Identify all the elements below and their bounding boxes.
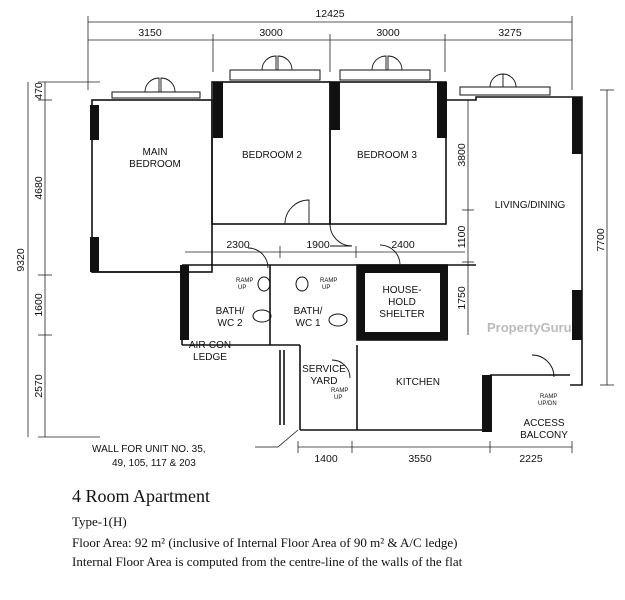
wall-note-line-1: WALL FOR UNIT NO. 35, xyxy=(92,444,206,455)
dim-right-mid-1: 1100 xyxy=(456,226,468,249)
access-balcony-label: ACCESS BALCONY xyxy=(520,418,568,441)
svg-text:BEDROOM: BEDROOM xyxy=(129,159,181,170)
dim-left-4: 2570 xyxy=(33,374,45,398)
main-bedroom-label: MAIN BEDROOM xyxy=(129,147,181,170)
svg-text:SHELTER: SHELTER xyxy=(379,309,424,320)
wall-note-line-2: 49, 105, 117 & 203 xyxy=(112,458,196,469)
ramp-label-bath2-up: UP xyxy=(238,285,246,291)
dim-right-total: 7700 xyxy=(595,228,607,252)
svg-text:BATH/: BATH/ xyxy=(216,306,245,317)
dim-top-3: 3000 xyxy=(376,27,400,39)
dim-top-2: 3000 xyxy=(259,27,283,39)
svg-text:BATH/: BATH/ xyxy=(294,306,323,317)
svg-text:ACCESS: ACCESS xyxy=(523,418,564,429)
household-shelter-label: HOUSE- HOLD SHELTER xyxy=(379,285,424,320)
bath-wc-1-label: BATH/ WC 1 xyxy=(294,306,323,329)
svg-text:HOLD: HOLD xyxy=(388,297,416,308)
ramp-labels: RAMP UP RAMP UP RAMP UP RAMP UP/DN xyxy=(236,278,557,407)
wall-note-leader xyxy=(255,429,299,448)
dim-bottom-2: 3550 xyxy=(408,453,432,465)
living-dining-label: LIVING/DINING xyxy=(495,200,566,211)
heavy-walls xyxy=(90,82,582,432)
floor-area-text: Floor Area: 92 m² (inclusive of Internal… xyxy=(72,535,458,550)
floor-plan-drawing: MAIN BEDROOM BEDROOM 2 BEDROOM 3 LIVING/… xyxy=(15,8,614,469)
svg-text:HOUSE-: HOUSE- xyxy=(383,285,422,296)
door-swings xyxy=(144,55,555,379)
dim-left-3: 1600 xyxy=(33,293,45,317)
svg-text:LEDGE: LEDGE xyxy=(193,352,227,363)
dim-overall: 12425 xyxy=(315,8,344,20)
dim-left-2: 4680 xyxy=(33,176,45,200)
svg-text:SERVICE: SERVICE xyxy=(302,364,346,375)
ramp-label-bath1: RAMP xyxy=(320,278,337,284)
dim-top-4: 3275 xyxy=(498,27,522,39)
dim-mid-2: 1900 xyxy=(306,239,330,251)
bathroom-fixtures xyxy=(252,276,348,327)
ramp-label-bath2: RAMP xyxy=(236,278,253,284)
dimension-lines xyxy=(27,16,614,453)
svg-text:WC 2: WC 2 xyxy=(218,318,243,329)
aircon-ledge-label: AIR-CON LEDGE xyxy=(189,340,231,363)
dim-left-1: 470 xyxy=(33,82,45,100)
ramp-label-balcony: RAMP xyxy=(540,394,557,400)
windows xyxy=(111,69,551,99)
dim-top-1: 3150 xyxy=(138,27,162,39)
bath-wc-2-label: BATH/ WC 2 xyxy=(216,306,245,329)
bedroom-2-label: BEDROOM 2 xyxy=(242,150,302,161)
svg-text:MAIN: MAIN xyxy=(143,147,168,158)
service-yard-label: SERVICE YARD xyxy=(302,364,346,387)
ramp-label-yard-up: UP xyxy=(334,395,342,401)
kitchen-label: KITCHEN xyxy=(396,377,440,388)
dim-right-mid-2: 1750 xyxy=(456,286,468,310)
dim-mid-3: 2400 xyxy=(391,239,415,251)
apartment-title: 4 Room Apartment xyxy=(72,486,210,506)
ramp-label-yard: RAMP xyxy=(331,388,348,394)
ramp-label-bath1-up: UP xyxy=(322,285,330,291)
svg-text:AIR-CON: AIR-CON xyxy=(189,340,231,351)
dim-bottom-1: 1400 xyxy=(314,453,338,465)
apartment-type: Type-1(H) xyxy=(72,514,127,529)
svg-text:BALCONY: BALCONY xyxy=(520,430,568,441)
ramp-label-balcony-updn: UP/DN xyxy=(538,401,557,407)
svg-text:WC 1: WC 1 xyxy=(296,318,321,329)
bedroom-3-label: BEDROOM 3 xyxy=(357,150,417,161)
dim-left-total: 9320 xyxy=(15,248,27,272)
dim-bottom-3: 2225 xyxy=(519,453,543,465)
dim-right-upper: 3800 xyxy=(456,143,468,167)
dim-mid-1: 2300 xyxy=(226,239,250,251)
watermark: PropertyGuru xyxy=(487,320,572,335)
area-note-text: Internal Floor Area is computed from the… xyxy=(72,554,463,569)
walls xyxy=(91,81,583,432)
svg-text:YARD: YARD xyxy=(310,376,337,387)
